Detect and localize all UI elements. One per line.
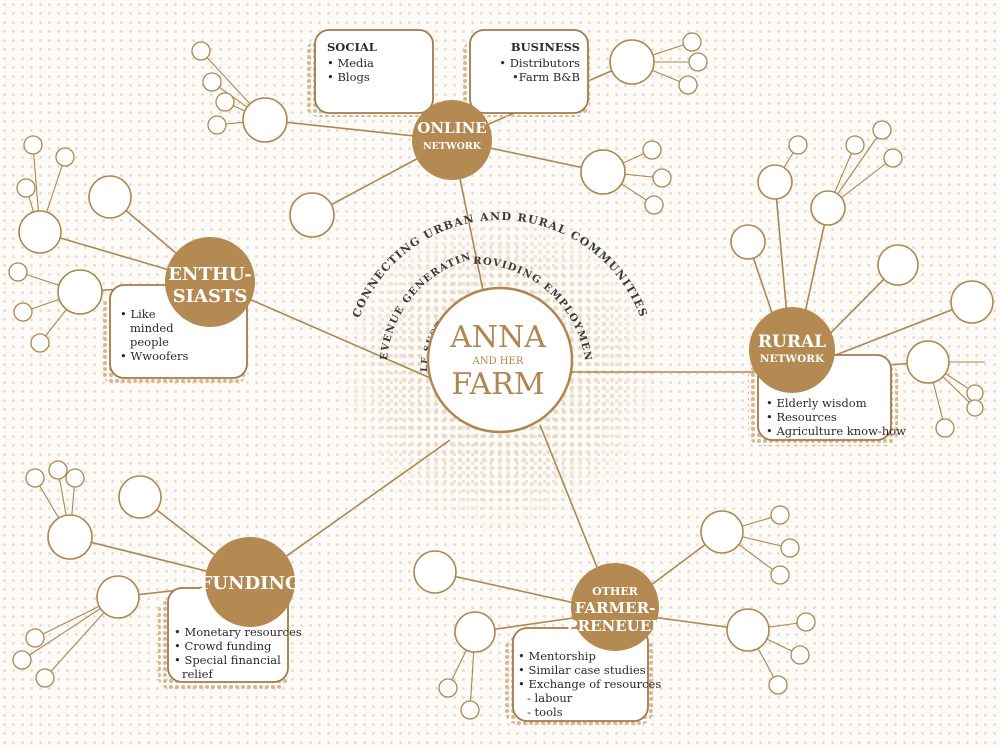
box-social-item-2: • Blogs — [327, 70, 370, 84]
center-node: ANNA AND HER FARM — [426, 286, 574, 434]
hub-farmerpreneur-line2: FARMER- — [575, 599, 656, 617]
box-business-title: BUSINESS — [511, 40, 580, 54]
box-funding-item-1: • Monetary resources — [174, 625, 302, 639]
hub-rural-line2: NETWORK — [760, 353, 825, 365]
hub-rural: RURAL NETWORK — [749, 307, 835, 393]
box-social-item-1: • Media — [327, 56, 374, 70]
center-title-line3: FARM — [451, 367, 544, 402]
hub-online-line1: ONLINE — [417, 119, 487, 137]
small-leaf-nodes — [8, 32, 984, 720]
hub-farmerpreneur-line3: PRENEUER — [566, 617, 664, 635]
box-business: BUSINESS • Distributors •Farm B&B — [462, 29, 590, 117]
box-farmerpreneur-item-2: • Similar case studies — [518, 663, 646, 677]
box-rural-item-1: • Elderly wisdom — [766, 396, 867, 410]
box-rural-item-2: • Resources — [766, 410, 837, 424]
box-funding-item-4: relief — [182, 667, 213, 681]
box-funding-item-3: • Special financial — [174, 653, 281, 667]
box-business-item-2: •Farm B&B — [512, 70, 580, 84]
leaf-nodes — [18, 39, 994, 653]
box-farmerpreneur: • Mentorship • Similar case studies • Ex… — [505, 627, 661, 725]
box-farmerpreneur-item-3: • Exchange of resources — [518, 677, 661, 691]
box-social-title: SOCIAL — [327, 40, 377, 54]
hub-funding-line1: FUNDING — [200, 573, 301, 594]
hub-farmerpreneur-line1: OTHER — [592, 585, 639, 598]
hub-farmerpreneur: OTHER FARMER- PRENEUER — [566, 563, 664, 651]
hub-enthusiasts: ENTHU- SIASTS — [165, 237, 255, 327]
hub-online-line2: NETWORK — [423, 141, 482, 152]
box-farmerpreneur-item-1: • Mentorship — [518, 649, 596, 663]
hub-enthusiasts-line2: SIASTS — [173, 286, 248, 307]
box-farmerpreneur-item-4: - labour — [527, 691, 573, 705]
hub-enthusiasts-line1: ENTHU- — [168, 264, 251, 285]
box-enthusiasts-item-2: minded — [130, 321, 174, 335]
box-enthusiasts-item-3: people — [130, 335, 169, 349]
hub-rural-line1: RURAL — [758, 332, 826, 352]
hub-online: ONLINE NETWORK — [412, 100, 492, 180]
box-funding-item-2: • Crowd funding — [174, 639, 272, 653]
hub-funding: FUNDING — [200, 537, 301, 627]
center-title-line1: ANNA — [449, 320, 546, 355]
box-business-item-1: • Distributors — [499, 56, 580, 70]
box-enthusiasts-item-1: • Like — [120, 307, 156, 321]
box-enthusiasts-item-4: • Wwoofers — [120, 349, 189, 363]
box-social: SOCIAL • Media • Blogs — [305, 29, 434, 117]
box-farmerpreneur-item-5: - tools — [527, 705, 563, 719]
box-rural-item-3: • Agriculture know-how — [766, 424, 906, 438]
center-title-line2: AND HER — [472, 356, 524, 367]
